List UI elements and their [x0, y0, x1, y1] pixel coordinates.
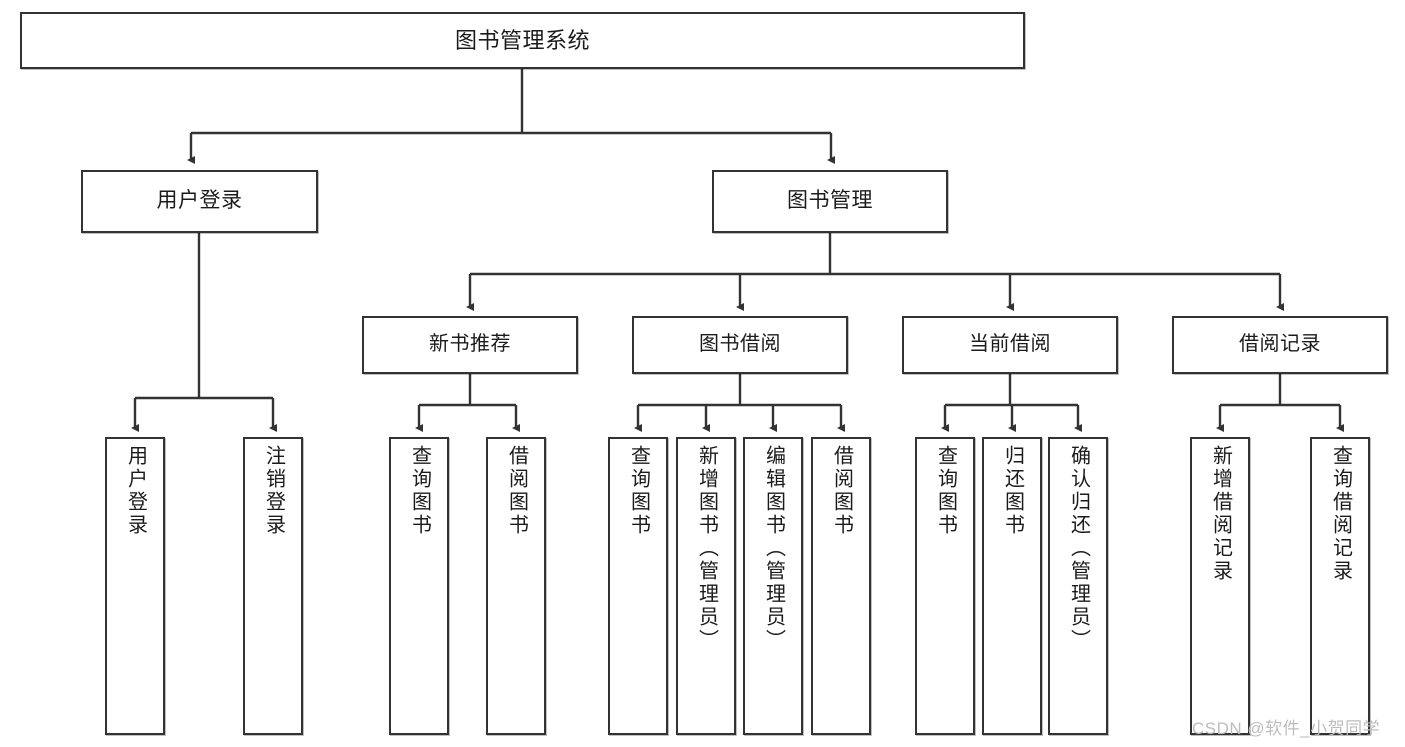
node-borrow-records-label: 借阅记录 [1239, 333, 1321, 356]
leaf-label: 查询借阅记录 [1329, 445, 1352, 583]
leaf-label: 确认归还（管理员） [1067, 445, 1090, 652]
leaf-label: 查询图书 [408, 445, 431, 537]
leaf-label: 查询图书 [627, 445, 650, 537]
leaf-add-borrow-record[interactable]: 新增借阅记录 [1190, 437, 1250, 735]
leaf-label: 注销登录 [262, 445, 285, 537]
leaf-query-book-borrow[interactable]: 查询图书 [608, 437, 668, 735]
leaf-user-login[interactable]: 用户登录 [105, 437, 165, 735]
node-current-borrow-label: 当前借阅 [969, 333, 1051, 356]
node-root[interactable]: 图书管理系统 [20, 12, 1025, 69]
node-new-book-recommend[interactable]: 新书推荐 [362, 316, 578, 374]
node-new-book-recommend-label: 新书推荐 [429, 333, 511, 356]
leaf-query-borrow-record[interactable]: 查询借阅记录 [1310, 437, 1370, 735]
leaf-label: 归还图书 [1001, 445, 1024, 537]
leaf-borrow-book-recommend[interactable]: 借阅图书 [486, 437, 546, 735]
node-user-login-label: 用户登录 [156, 189, 243, 213]
node-book-management[interactable]: 图书管理 [712, 170, 948, 233]
node-root-label: 图书管理系统 [454, 27, 590, 53]
leaf-confirm-return-admin[interactable]: 确认归还（管理员） [1048, 437, 1108, 735]
leaf-label: 新增借阅记录 [1209, 445, 1232, 583]
leaf-edit-book-admin[interactable]: 编辑图书（管理员） [743, 437, 803, 735]
csdn-watermark: CSDN @软件_小贺同学 [1192, 719, 1381, 738]
node-current-borrow[interactable]: 当前借阅 [902, 316, 1118, 374]
node-book-borrow-label: 图书借阅 [699, 333, 781, 356]
leaf-return-book[interactable]: 归还图书 [982, 437, 1042, 735]
node-user-login[interactable]: 用户登录 [81, 170, 318, 233]
leaf-borrow-book[interactable]: 借阅图书 [811, 437, 871, 735]
node-borrow-records[interactable]: 借阅记录 [1172, 316, 1388, 374]
leaf-query-book-current[interactable]: 查询图书 [915, 437, 975, 735]
leaf-logout-login[interactable]: 注销登录 [243, 437, 303, 735]
leaf-label: 用户登录 [124, 445, 147, 537]
leaf-add-book-admin[interactable]: 新增图书（管理员） [676, 437, 736, 735]
leaf-query-book-recommend[interactable]: 查询图书 [389, 437, 449, 735]
leaf-label: 查询图书 [934, 445, 957, 537]
node-book-borrow[interactable]: 图书借阅 [632, 316, 848, 374]
node-book-management-label: 图书管理 [787, 189, 873, 213]
leaf-label: 新增图书（管理员） [695, 445, 718, 652]
leaf-label: 借阅图书 [505, 445, 528, 537]
leaf-label: 编辑图书（管理员） [762, 445, 785, 652]
leaf-label: 借阅图书 [830, 445, 853, 537]
